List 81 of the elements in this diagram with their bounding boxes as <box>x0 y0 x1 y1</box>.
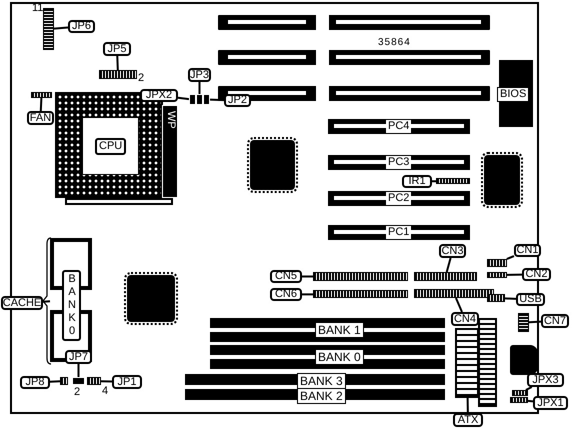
leader-line <box>302 276 313 278</box>
power-connector <box>455 328 479 398</box>
memory-slot <box>185 374 445 385</box>
memory-slot-pair <box>210 345 445 369</box>
leader-line <box>42 300 50 303</box>
leader-line <box>528 400 534 402</box>
leader-line <box>446 258 452 272</box>
part-label: BANK 2 <box>297 388 346 404</box>
callout-label: JP1 <box>112 375 142 389</box>
expansion-slot <box>328 225 470 240</box>
part-label: CPU <box>95 138 126 155</box>
leader-line <box>178 96 190 100</box>
callout-label: JP3 <box>188 68 211 82</box>
leader-line <box>504 297 516 300</box>
expansion-slot <box>328 191 470 206</box>
leader-line <box>302 293 313 296</box>
pin-header <box>99 70 137 79</box>
pin-header <box>313 272 408 281</box>
part-label: PC4 <box>386 120 412 133</box>
expansion-slot <box>328 155 470 170</box>
leader-line <box>116 56 119 70</box>
pin-header <box>31 92 52 98</box>
jumper <box>189 94 196 105</box>
leader-line <box>40 98 42 112</box>
pin-header <box>60 377 68 385</box>
callout-label: JP5 <box>103 42 131 56</box>
memory-slot-pair <box>210 318 445 342</box>
pin-header <box>518 313 529 332</box>
callout-label: JPX3 <box>527 373 564 387</box>
part-label: BANK 3 <box>297 373 346 389</box>
pin-header <box>512 390 528 396</box>
pin-header <box>87 377 101 385</box>
pin-header <box>313 290 408 298</box>
callout-label: CACHE <box>1 296 43 310</box>
pin-header <box>487 294 505 302</box>
part-label: PC1 <box>386 226 412 239</box>
board-number: 35864 <box>378 38 411 48</box>
expansion-slot <box>218 50 490 65</box>
leader-line <box>54 26 68 30</box>
pin-number: 2 <box>138 73 144 84</box>
pin-header <box>436 178 470 184</box>
expansion-slot <box>328 119 470 134</box>
leader-line <box>506 255 514 260</box>
leader-line <box>100 380 112 383</box>
pin-header <box>414 289 494 298</box>
pin-header <box>487 259 507 267</box>
pin-header <box>414 272 477 281</box>
leader-line <box>466 398 469 414</box>
part-label: BANK 0 <box>315 349 364 365</box>
socket-strip <box>162 105 178 198</box>
pin-header <box>43 8 54 50</box>
leader-line <box>506 274 522 276</box>
part-label: PC2 <box>386 192 412 205</box>
part-label: BIOS <box>497 87 530 102</box>
part-label: BANK 1 <box>315 322 364 338</box>
cache-chips <box>50 238 92 362</box>
pin-number: 2 <box>74 387 80 398</box>
callout-label: JP7 <box>65 350 92 364</box>
leader-line <box>50 380 60 383</box>
part-label: WP <box>165 109 176 131</box>
jumper <box>203 94 210 105</box>
jumper <box>196 94 203 105</box>
callout-label: CN3 <box>439 244 466 258</box>
pin-header <box>510 397 528 403</box>
part-label: BANK0 <box>62 270 81 341</box>
leader-line <box>528 320 542 324</box>
part-label: PC3 <box>386 156 412 169</box>
bios-chip <box>499 60 533 127</box>
callout-label: CN7 <box>541 314 569 328</box>
leader-line <box>78 364 80 377</box>
leader-line <box>198 82 200 94</box>
callout-label: CN4 <box>451 312 479 326</box>
expansion-slot <box>218 15 490 30</box>
callout-label: FAN <box>27 111 54 125</box>
jumper <box>72 377 85 385</box>
leader-line <box>455 298 463 312</box>
callout-label: JPX1 <box>533 396 568 410</box>
pin-number: 4 <box>102 386 108 397</box>
pin-header <box>487 272 507 278</box>
leader-line <box>432 180 436 182</box>
callout-label: ATX <box>453 413 483 427</box>
